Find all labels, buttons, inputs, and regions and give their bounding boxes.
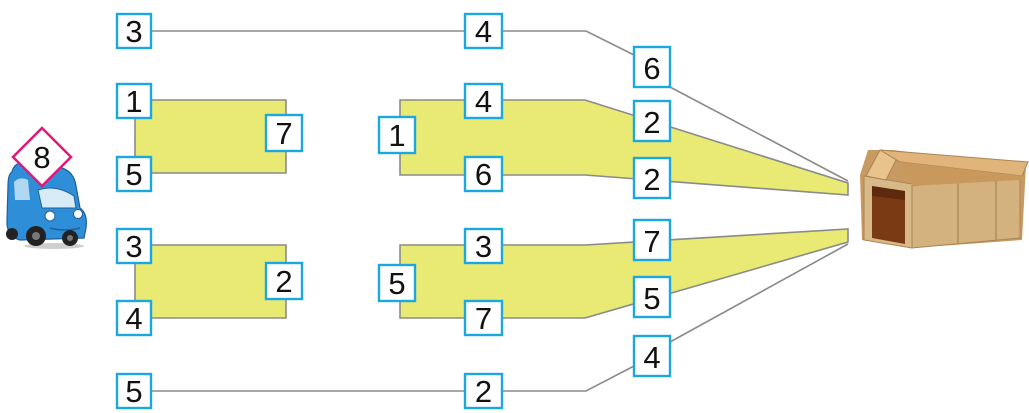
upper-right-left-box: 1 bbox=[377, 115, 417, 155]
svg-text:5: 5 bbox=[125, 157, 142, 192]
svg-text:4: 4 bbox=[475, 14, 492, 49]
diamond-icon bbox=[11, 126, 73, 188]
bottom-path-middle-box: 2 bbox=[463, 372, 504, 410]
car-icon bbox=[6, 161, 87, 249]
svg-text:3: 3 bbox=[125, 14, 142, 49]
svg-text:4: 4 bbox=[475, 84, 492, 119]
svg-text:5: 5 bbox=[125, 374, 142, 409]
lower-right-left-box: 5 bbox=[377, 263, 417, 303]
upper-right-top-end-box: 2 bbox=[632, 99, 672, 143]
svg-text:2: 2 bbox=[275, 264, 292, 299]
svg-text:1: 1 bbox=[388, 118, 405, 153]
bottom-path-end-box: 4 bbox=[632, 334, 672, 378]
top-path-middle-box: 4 bbox=[463, 12, 504, 50]
svg-text:7: 7 bbox=[643, 224, 660, 259]
upper-right-top-box: 4 bbox=[463, 82, 504, 120]
lower-right-top-box: 3 bbox=[463, 227, 504, 265]
upper-left-bottom-box: 5 bbox=[115, 155, 153, 193]
lower-left-bottom-box: 4 bbox=[115, 299, 153, 337]
svg-text:6: 6 bbox=[475, 157, 492, 192]
top-path-end-box: 6 bbox=[632, 45, 672, 89]
svg-text:2: 2 bbox=[643, 162, 660, 197]
car-badge-number: 8 bbox=[33, 140, 50, 175]
bottom-path-start-box: 5 bbox=[115, 372, 153, 410]
car-badge: 8 bbox=[11, 126, 73, 188]
svg-text:5: 5 bbox=[643, 281, 660, 316]
top-path-start-box: 3 bbox=[115, 12, 153, 50]
band-lower-left bbox=[134, 244, 287, 319]
band-upper-right bbox=[399, 99, 849, 196]
svg-text:3: 3 bbox=[125, 229, 142, 264]
top-path-line bbox=[151, 30, 849, 182]
svg-text:4: 4 bbox=[125, 301, 142, 336]
band-lower-right bbox=[399, 228, 849, 319]
lower-left-right-box: 2 bbox=[264, 261, 304, 301]
lower-right-bottom-box: 7 bbox=[463, 299, 504, 337]
upper-left-top-box: 1 bbox=[115, 82, 153, 120]
lower-right-bottom-end-box: 5 bbox=[632, 275, 672, 319]
lower-right-top-end-box: 7 bbox=[632, 218, 672, 262]
band-upper-left bbox=[134, 99, 287, 174]
lower-left-top-box: 3 bbox=[115, 227, 153, 265]
upper-left-right-box: 7 bbox=[264, 113, 304, 153]
svg-text:2: 2 bbox=[475, 374, 492, 409]
svg-text:7: 7 bbox=[275, 116, 292, 151]
svg-text:3: 3 bbox=[475, 229, 492, 264]
svg-text:5: 5 bbox=[388, 266, 405, 301]
upper-right-bottom-end-box: 2 bbox=[632, 156, 672, 200]
upper-right-bottom-box: 6 bbox=[463, 155, 504, 193]
shed-icon bbox=[860, 149, 1029, 249]
svg-text:7: 7 bbox=[475, 301, 492, 336]
svg-text:4: 4 bbox=[643, 340, 660, 375]
bottom-path-line bbox=[151, 243, 849, 392]
svg-text:1: 1 bbox=[125, 84, 142, 119]
svg-text:6: 6 bbox=[643, 51, 660, 86]
svg-text:2: 2 bbox=[643, 105, 660, 140]
